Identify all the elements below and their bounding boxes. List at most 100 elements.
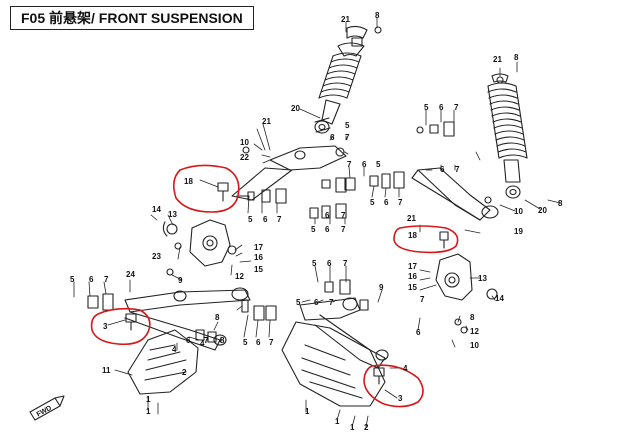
callout-label: 20 — [291, 104, 300, 113]
callout-label: 10 — [514, 207, 523, 216]
callout-label: 7 — [343, 259, 348, 268]
right-shock-absorber — [487, 73, 528, 199]
callout-label: 7 — [329, 298, 334, 307]
callout-label: 8 — [220, 336, 225, 345]
callout-label: 6 — [440, 165, 445, 174]
fasteners-and-bushings — [87, 26, 504, 343]
callout-label: 16 — [408, 272, 417, 281]
callout-label: 17 — [408, 262, 417, 271]
callout-label: 5 — [296, 298, 301, 307]
callout-label: 17 — [254, 243, 263, 252]
ball-joints — [125, 182, 449, 385]
callout-label: 24 — [126, 270, 135, 279]
callout-label: 8 — [558, 199, 563, 208]
leader-lines — [73, 17, 561, 428]
callout-label: 5 — [345, 121, 350, 130]
callout-label: 8 — [470, 313, 475, 322]
callout-label: 21 — [493, 55, 502, 64]
callout-label: 12 — [470, 327, 479, 336]
callout-label: 7 — [347, 160, 352, 169]
callout-label: 5 — [424, 103, 429, 112]
upper-left-a-arm — [231, 145, 347, 201]
diagram-title: F05 前悬架/ FRONT SUSPENSION — [10, 6, 254, 30]
callout-label: 15 — [408, 283, 417, 292]
callout-label: 9 — [379, 283, 384, 292]
callout-label: 5 — [248, 215, 253, 224]
callout-label: 1 — [350, 423, 355, 432]
callout-label: 9 — [178, 276, 183, 285]
callout-label: 14 — [495, 294, 504, 303]
callout-label: 10 — [240, 138, 249, 147]
callout-label: 6 — [416, 328, 421, 337]
callout-label: 21 — [262, 117, 271, 126]
callout-label: 21 — [341, 15, 350, 24]
callout-label: 7 — [420, 295, 425, 304]
callout-label: 7 — [204, 336, 209, 345]
callout-label: 6 — [362, 160, 367, 169]
callout-label: 18 — [184, 177, 193, 186]
callout-labels: 21 8 20 21 22 10 7 6 5 18 14 13 5 6 7 6 … — [70, 11, 563, 432]
callout-label: 7 — [398, 198, 403, 207]
highlight-upper-right-ball-joint — [393, 225, 459, 254]
callout-label: 8 — [514, 53, 519, 62]
callout-label: 7 — [341, 225, 346, 234]
fwd-badge — [29, 395, 65, 421]
callout-label: 6 — [330, 133, 335, 142]
callout-label: 4 — [200, 339, 205, 348]
callout-label: 6 — [439, 103, 444, 112]
callout-label: 3 — [103, 322, 108, 331]
callout-label: 5 — [70, 275, 75, 284]
callout-label: 6 — [186, 336, 191, 345]
callout-label: 23 — [152, 252, 161, 261]
callout-label: 5 — [370, 198, 375, 207]
callout-label: 13 — [478, 274, 487, 283]
callout-label: 6 — [89, 275, 94, 284]
callout-label: 5 — [311, 225, 316, 234]
callout-label: 7 — [341, 211, 346, 220]
callout-label: 15 — [254, 265, 263, 274]
highlight-upper-left-ball-joint — [172, 164, 240, 213]
callout-label: 7 — [345, 133, 350, 142]
callout-label: 4 — [403, 364, 408, 373]
left-steering-knuckle — [162, 219, 231, 267]
callout-label: 22 — [240, 153, 249, 162]
left-shock-absorber — [314, 25, 368, 134]
callout-label: 19 — [514, 227, 523, 236]
left-skid-guard — [127, 329, 199, 395]
callout-label: 4 — [172, 345, 177, 354]
callout-label: 1 — [335, 417, 340, 426]
callout-label: 6 — [263, 215, 268, 224]
callout-label: 6 — [384, 198, 389, 207]
callout-label: 8 — [375, 11, 380, 20]
callout-label: 7 — [104, 275, 109, 284]
highlight-lower-right-ball-joint — [363, 364, 424, 408]
callout-label: 20 — [538, 206, 547, 215]
callout-label: 8 — [215, 313, 220, 322]
lower-left-a-arm — [124, 287, 251, 351]
callout-label: 5 — [243, 338, 248, 347]
callout-label: 6 — [325, 211, 330, 220]
callout-label: 1 — [146, 395, 151, 404]
callout-label: 6 — [327, 259, 332, 268]
callout-label: 7 — [277, 215, 282, 224]
callout-label: 1 — [305, 407, 310, 416]
callout-label: 6 — [314, 298, 319, 307]
callout-label: 6 — [325, 225, 330, 234]
callout-label: 5 — [312, 259, 317, 268]
callout-label: 12 — [235, 272, 244, 281]
callout-label: 21 — [407, 214, 416, 223]
callout-label: 7 — [269, 338, 274, 347]
callout-label: 7 — [454, 103, 459, 112]
callout-label: 6 — [256, 338, 261, 347]
callout-label: 7 — [455, 165, 460, 174]
highlight-outlines — [90, 164, 459, 408]
highlight-lower-left-ball-joint — [90, 307, 151, 346]
right-skid-guard — [281, 321, 386, 407]
callout-label: 18 — [408, 231, 417, 240]
right-steering-knuckle — [435, 253, 498, 301]
callout-label: 11 — [102, 366, 111, 375]
callout-label: 3 — [398, 394, 403, 403]
callout-label: 1 — [146, 407, 151, 416]
callout-label: 10 — [470, 341, 479, 350]
